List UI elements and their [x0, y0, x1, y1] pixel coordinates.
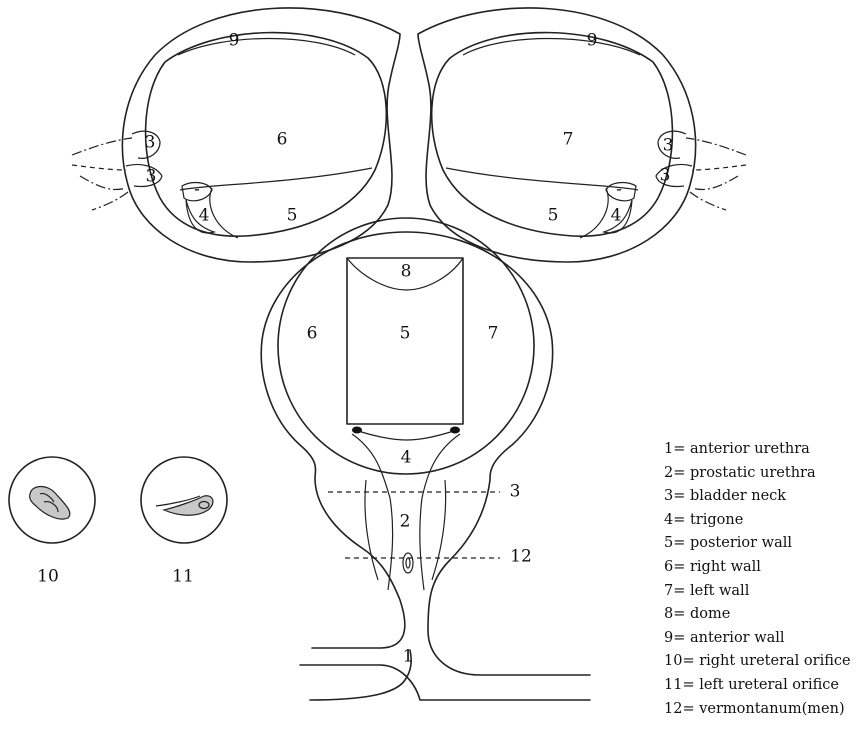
right-view-label-orifice: - — [616, 180, 622, 200]
left-view-inner-wall — [146, 33, 387, 237]
right-view-ureter-low2 — [690, 192, 726, 210]
right-view-label-posterior-wall: 5 — [548, 206, 559, 226]
central-vermontanum-inner — [406, 558, 410, 568]
central-urethra-floor — [300, 665, 590, 700]
right-view-label-anterior-wall: 9 — [587, 31, 598, 51]
right-view — [418, 8, 746, 262]
central-label-vermontanum: 12 — [510, 547, 532, 567]
central-label-dome: 8 — [401, 262, 412, 282]
left-view: 9 6 3 3 - 4 5 — [72, 8, 400, 262]
central-trigone-curve — [355, 430, 457, 440]
left-view-label-anterior-wall: 9 — [229, 31, 240, 51]
left-view-label-orifice: - — [194, 180, 200, 200]
legend-item: 1= anterior urethra — [664, 438, 851, 462]
left-view-neck-lower — [126, 164, 162, 186]
right-orifice-view: 10 — [9, 457, 95, 587]
right-view-anterior-band — [463, 39, 640, 56]
legend-item: 5= posterior wall — [664, 532, 851, 556]
legend-item: 10= right ureteral orifice — [664, 650, 851, 674]
legend-item: 4= trigone — [664, 509, 851, 533]
right-orifice-view-label: 10 — [37, 567, 59, 587]
central-label-right-wall: 6 — [307, 324, 318, 344]
legend-item: 3= bladder neck — [664, 485, 851, 509]
left-orifice-view-circle — [141, 457, 227, 543]
central-vermontanum-outer — [403, 553, 413, 573]
right-view-ureter-lower — [692, 176, 738, 190]
left-view-label-side-wall: 6 — [277, 130, 288, 150]
legend-item: 9= anterior wall — [664, 627, 851, 651]
left-view-ureter-low2 — [92, 192, 128, 210]
central-right-orifice — [352, 427, 362, 434]
central-outer-wall — [261, 232, 590, 675]
central-label-posterior-wall: 5 — [400, 324, 411, 344]
central-prostatic-inner-right — [432, 480, 446, 580]
central-label-anterior-urethra: 1 — [403, 647, 414, 667]
legend-item: 8= dome — [664, 603, 851, 627]
left-view-trigone-curve — [210, 188, 238, 238]
legend-item: 7= left wall — [664, 580, 851, 604]
right-view-ureter-mid — [692, 165, 746, 170]
legend-item: 6= right wall — [664, 556, 851, 580]
left-view-anterior-band — [178, 39, 355, 56]
left-view-label-neck-upper: 3 — [145, 133, 156, 153]
central-left-orifice — [450, 427, 460, 434]
right-view-label-neck-upper: 3 — [663, 136, 674, 156]
left-view-outer-wall — [122, 8, 400, 262]
left-orifice-view-label: 11 — [172, 567, 194, 587]
left-view-ureter-mid — [72, 165, 126, 170]
legend-item: 2= prostatic urethra — [664, 462, 851, 486]
central-urethra-lower-edge — [310, 650, 411, 700]
legend-item: 12= vermontanum(men) — [664, 698, 851, 722]
central-label-prostatic-urethra: 2 — [400, 512, 411, 532]
left-view-label-posterior-wall: 5 — [287, 206, 298, 226]
left-orifice-view: 11 — [141, 457, 227, 587]
left-view-ureter-lower — [80, 176, 126, 190]
left-orifice-view-shape — [164, 496, 213, 516]
central-trigone-right-edge — [420, 434, 460, 590]
right-view-label-side-wall: 7 — [563, 130, 574, 150]
central-label-left-wall: 7 — [488, 324, 499, 344]
central-label-bladder-neck: 3 — [510, 482, 521, 502]
right-view-label-neck-lower: 3 — [660, 166, 671, 186]
left-view-label-neck-lower: 3 — [146, 167, 157, 187]
right-orifice-view-shape — [30, 487, 70, 520]
central-view: 8 6 5 7 4 3 2 12 1 — [261, 218, 590, 700]
right-view-trigone-curve — [580, 188, 608, 238]
legend: 1= anterior urethra 2= prostatic urethra… — [664, 438, 851, 721]
central-trigone-left-edge — [352, 434, 393, 590]
left-view-label-trigone: 4 — [199, 206, 210, 226]
central-label-trigone: 4 — [401, 448, 412, 468]
central-prostatic-inner-left — [365, 480, 378, 580]
legend-item: 11= left ureteral orifice — [664, 674, 851, 698]
right-view-label-trigone: 4 — [611, 206, 622, 226]
